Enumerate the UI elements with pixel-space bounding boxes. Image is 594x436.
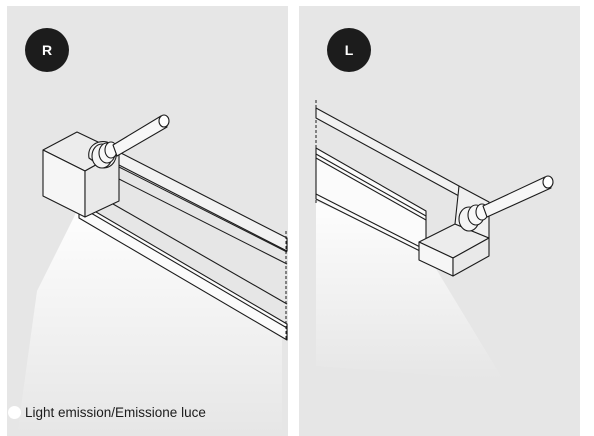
end-cap-side — [452, 237, 490, 277]
light-beam-r — [17, 211, 282, 436]
light-beam-l — [316, 201, 504, 381]
legend-label: Light emission/Emissione luce — [25, 404, 206, 420]
profile-r-drawing — [17, 114, 288, 436]
panel-left-side-connector: L — [299, 6, 580, 436]
profile-top-face — [116, 150, 288, 252]
light-emission-swatch — [8, 405, 21, 419]
profile-l-drawing — [315, 100, 554, 381]
badge-r: R — [25, 28, 69, 72]
cable-l — [482, 176, 552, 218]
legend: Light emission/Emissione luce — [8, 402, 206, 422]
badge-l: L — [327, 28, 371, 72]
cable-r — [112, 115, 168, 157]
panel-right-side-connector: R — [7, 6, 288, 436]
